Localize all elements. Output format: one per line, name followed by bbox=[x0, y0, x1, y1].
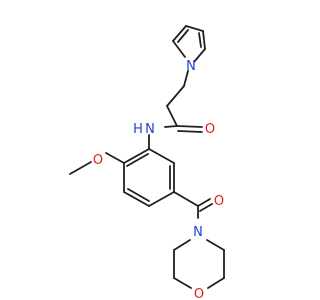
amide-oxygen-label: O bbox=[205, 122, 215, 137]
methoxy-group bbox=[69, 152, 125, 175]
morpholine-oxygen-label: O bbox=[194, 287, 204, 300]
carbonyl-group bbox=[173, 191, 213, 219]
morpholine-ring bbox=[173, 239, 225, 289]
molecule-structure: N O H N O O N O bbox=[69, 25, 225, 300]
methoxy-oxygen-label: O bbox=[93, 153, 103, 168]
carbonyl-oxygen-label: O bbox=[214, 194, 224, 209]
structure-canvas: N O H N O O N O bbox=[69, 25, 225, 300]
morpholine-nitrogen-label: N bbox=[193, 225, 203, 240]
pyrrole-ring bbox=[172, 25, 206, 63]
amide-hydrogen-label: H bbox=[133, 122, 143, 137]
amide-nitrogen-label: N bbox=[145, 122, 155, 137]
benzene-ring bbox=[123, 134, 175, 207]
atom-labels: N O H N O O N O bbox=[93, 59, 224, 300]
pyrrole-nitrogen-label: N bbox=[186, 59, 196, 74]
propanoyl-chain bbox=[164, 70, 203, 133]
